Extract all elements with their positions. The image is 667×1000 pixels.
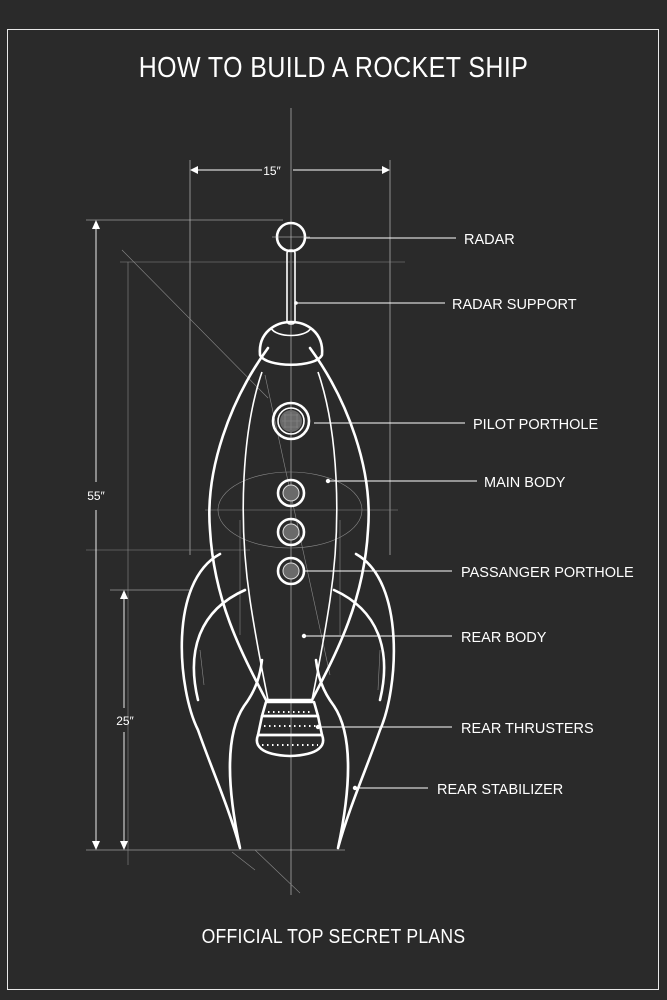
nose-cap: [258, 320, 324, 366]
right-fin: [314, 552, 396, 850]
poster-title: HOW TO BUILD A ROCKET SHIP: [138, 52, 529, 84]
label-radar-support: RADAR SUPPORT: [452, 297, 577, 313]
pilot-porthole: [271, 401, 311, 441]
right-fin-inner: [332, 588, 386, 702]
label-main-body: MAIN BODY: [484, 475, 566, 491]
label-rear-stabilizer: REAR STABILIZER: [437, 782, 563, 798]
left-fin-inner: [192, 588, 247, 702]
body-inner-contour: [242, 371, 269, 701]
rear-height-dimension-label: 25″: [116, 714, 134, 728]
rear-thrusters: [255, 700, 325, 758]
passenger-porthole-2: [276, 517, 306, 547]
left-fin: [180, 552, 264, 850]
width-dimension-label: 15″: [263, 164, 281, 178]
label-radar: RADAR: [464, 232, 515, 248]
label-pilot-porthole: PILOT PORTHOLE: [473, 417, 598, 433]
height-dimension: 55″: [87, 220, 106, 850]
height-dimension-label: 55″: [87, 489, 105, 503]
rear-height-dimension: 25″: [116, 590, 135, 850]
label-passanger-porthole: PASSANGER PORTHOLE: [461, 565, 634, 581]
label-rear-thrusters: REAR THRUSTERS: [461, 721, 594, 737]
body-inner-contour-right: [311, 371, 338, 701]
rocket: [180, 221, 396, 850]
poster-footer: OFFICIAL TOP SECRET PLANS: [201, 926, 466, 948]
construction-lines: [86, 108, 405, 895]
callouts: RADAR RADAR SUPPORT PILOT PORTHOLE MAIN …: [294, 232, 634, 798]
label-rear-body: REAR BODY: [461, 630, 547, 646]
width-dimension: 15″: [190, 164, 390, 178]
poster-border: [7, 29, 659, 990]
main-body-outline: [208, 346, 370, 702]
passenger-porthole-1: [276, 478, 306, 508]
